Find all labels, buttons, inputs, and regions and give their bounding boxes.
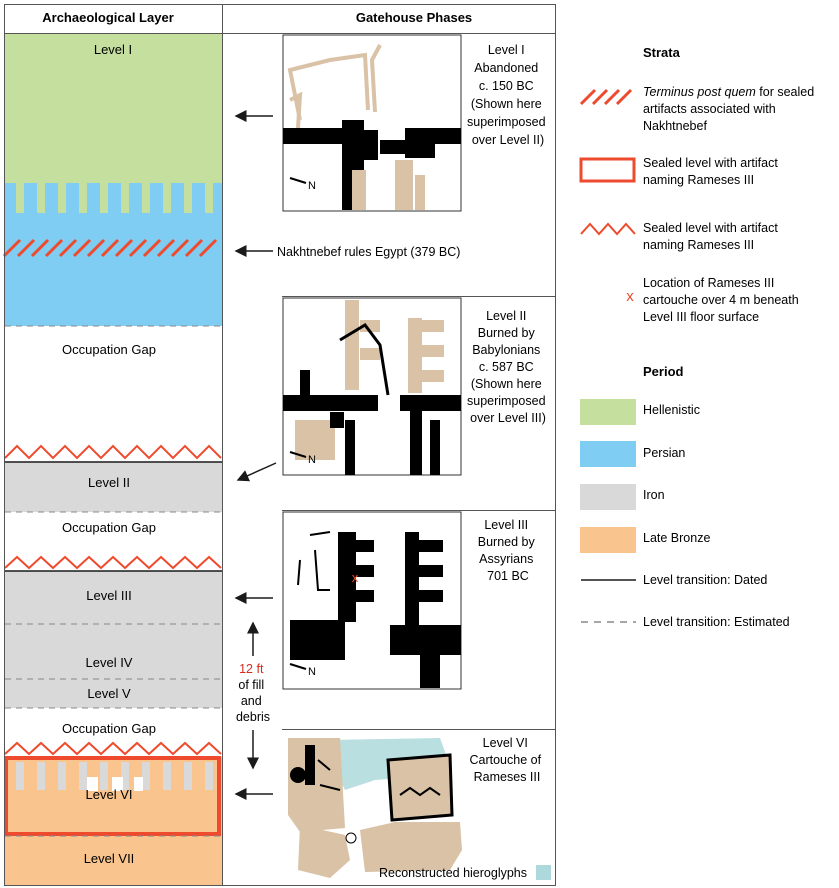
reconstructed-swatch bbox=[536, 865, 551, 880]
legend: Strata Terminus post quem for sealed art… bbox=[579, 45, 814, 629]
legend-persian-swatch bbox=[580, 441, 636, 467]
north-arrow-2 bbox=[289, 451, 307, 458]
legend-sealed-box-text: Sealed level with artifact naming Ramese… bbox=[643, 156, 781, 187]
legend-tpq-line-1: Terminus post quem for sealed bbox=[643, 85, 814, 99]
hellenistic-persian-transition bbox=[16, 183, 213, 213]
layer-label-level-4: Level IV bbox=[86, 655, 133, 670]
legend-sealed-zigzag-symbol bbox=[580, 222, 636, 236]
legend-late-bronze-label: Late Bronze bbox=[643, 531, 710, 545]
layer-label-level-6: Level VI bbox=[86, 787, 133, 802]
legend-cartouche-x-symbol: x bbox=[626, 288, 634, 305]
level-2-band bbox=[5, 462, 222, 512]
legend-strata-title: Strata bbox=[643, 45, 681, 60]
rameses-cartouche-drawing bbox=[288, 738, 462, 878]
phase-2-text: Level II Burned by Babylonians c. 587 BC… bbox=[467, 309, 549, 425]
legend-cartouche-text: Location of Rameses III cartouche over 4… bbox=[643, 276, 802, 324]
legend-tpq-symbol bbox=[579, 88, 633, 106]
sealed-zigzag-2 bbox=[4, 555, 222, 570]
legend-dated-label: Level transition: Dated bbox=[643, 573, 767, 587]
reconstructed-label: Reconstructed hieroglyphs bbox=[379, 866, 527, 880]
legend-sealed-zigzag-text: Sealed level with artifact naming Ramese… bbox=[643, 221, 781, 252]
layer-label-gap-1: Occupation Gap bbox=[62, 342, 156, 357]
layer-label-gap-3: Occupation Gap bbox=[62, 721, 156, 736]
legend-iron-label: Iron bbox=[643, 488, 665, 502]
legend-late-bronze-swatch bbox=[580, 527, 636, 553]
phase-6-text: Level VI Cartouche of Rameses III bbox=[469, 736, 544, 784]
layer-label-level-3: Level III bbox=[86, 588, 132, 603]
north-arrow-3 bbox=[289, 663, 307, 670]
gatehouse-plan-level-2: N bbox=[282, 297, 462, 476]
layer-label-gap-2: Occupation Gap bbox=[62, 520, 156, 535]
header-archaeological-layer: Archaeological Layer bbox=[42, 10, 174, 25]
layer-label-level-5: Level V bbox=[87, 686, 131, 701]
legend-hellenistic-label: Hellenistic bbox=[643, 403, 700, 417]
header-gatehouse-phases: Gatehouse Phases bbox=[356, 10, 472, 25]
legend-estimated-label: Level transition: Estimated bbox=[643, 615, 790, 629]
gatehouse-plan-level-3: x N bbox=[282, 511, 462, 690]
north-label-2: N bbox=[308, 454, 316, 466]
layer-label-level-7: Level VII bbox=[84, 851, 135, 866]
legend-persian-label: Persian bbox=[643, 446, 685, 460]
arrow-phase-2 bbox=[236, 462, 277, 482]
sealed-zigzag-1 bbox=[4, 444, 222, 460]
gatehouse-plan-level-1: N bbox=[282, 34, 462, 212]
iron-bronze-transition bbox=[16, 762, 213, 790]
layer-label-level-2: Level II bbox=[88, 475, 130, 490]
sealed-box-level-6 bbox=[4, 756, 221, 836]
phase-3-text: Level III Burned by Assyrians 701 BC bbox=[478, 518, 538, 583]
layer-column: Level I Occupation Gap Level II Occupati… bbox=[2, 33, 222, 885]
phase-1-text: Level I Abandoned c. 150 BC (Shown here … bbox=[467, 43, 549, 147]
legend-period-title: Period bbox=[643, 364, 684, 379]
layer-label-level-1: Level I bbox=[94, 42, 132, 57]
sealed-zigzag-3 bbox=[4, 741, 222, 756]
table-frame bbox=[4, 4, 556, 886]
north-label-3: N bbox=[308, 666, 316, 678]
nakhtnebef-label: Nakhtnebef rules Egypt (379 BC) bbox=[277, 245, 460, 259]
legend-sealed-box-symbol bbox=[579, 157, 636, 183]
fill-depth-label: 12 ft of fill and debris bbox=[236, 662, 270, 724]
north-arrow-1 bbox=[289, 177, 307, 184]
levels-3-5-band bbox=[5, 571, 222, 708]
legend-hellenistic-swatch bbox=[580, 399, 636, 425]
legend-iron-swatch bbox=[580, 484, 636, 510]
legend-tpq-text: artifacts associated with Nakhtnebef bbox=[643, 102, 779, 133]
north-label-1: N bbox=[308, 180, 316, 192]
hellenistic-band bbox=[5, 33, 222, 183]
cartouche-location-mark: x bbox=[352, 570, 359, 585]
tpq-hatch bbox=[2, 238, 218, 258]
